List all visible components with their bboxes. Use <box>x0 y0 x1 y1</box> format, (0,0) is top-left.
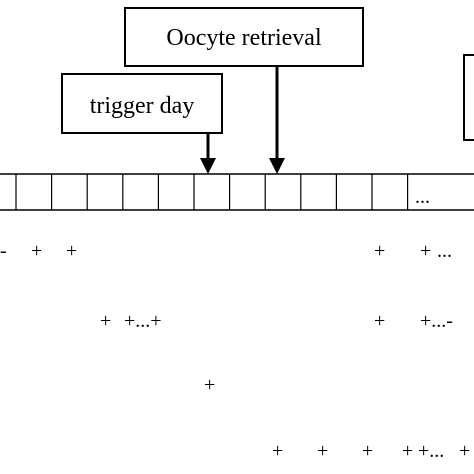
row-4-mark: + <box>317 440 328 462</box>
trigger-day-box <box>61 73 223 134</box>
oocyte-retrieval-callout: Oocyte retrieval <box>124 7 364 174</box>
timeline-continuation: ... <box>415 186 430 208</box>
row-2-mark: + <box>100 310 111 332</box>
timeline-strip: ... <box>0 173 474 211</box>
row-4-mark: + <box>402 440 413 462</box>
trigger-day-callout: trigger day <box>61 73 223 174</box>
oocyte-retrieval-label: Oocyte retrieval <box>166 25 322 51</box>
row-2-mark: + <box>374 310 385 332</box>
oocyte-retrieval-box <box>124 7 364 67</box>
row-1-mark: + <box>66 240 77 262</box>
trigger-day-arrowhead <box>200 158 216 174</box>
row-2-mark: +...- <box>420 310 453 332</box>
right-edge-box-fragment <box>463 54 474 141</box>
trigger-day-label: trigger day <box>90 93 195 119</box>
row-2-mark: +...+ <box>124 310 162 332</box>
row-3: + <box>204 374 215 396</box>
oocyte-retrieval-arrowhead <box>269 158 285 174</box>
row-1-mark: ... <box>437 240 452 262</box>
timeline-cells <box>15 174 409 210</box>
row-2: + +...+ + +...- <box>100 310 453 332</box>
row-1-mark: - <box>0 240 7 262</box>
row-1-mark: + <box>31 240 42 262</box>
row-4-mark: + <box>459 440 470 462</box>
row-4: + + + + +... + <box>272 440 470 462</box>
row-4-mark: + <box>272 440 283 462</box>
timeline-border <box>0 173 474 211</box>
row-3-mark: + <box>204 374 215 396</box>
row-1: - + + + + ... <box>0 240 452 262</box>
row-1-mark: + <box>420 240 431 262</box>
row-1-mark: + <box>374 240 385 262</box>
row-4-mark: +... <box>418 440 444 462</box>
row-4-mark: + <box>362 440 373 462</box>
